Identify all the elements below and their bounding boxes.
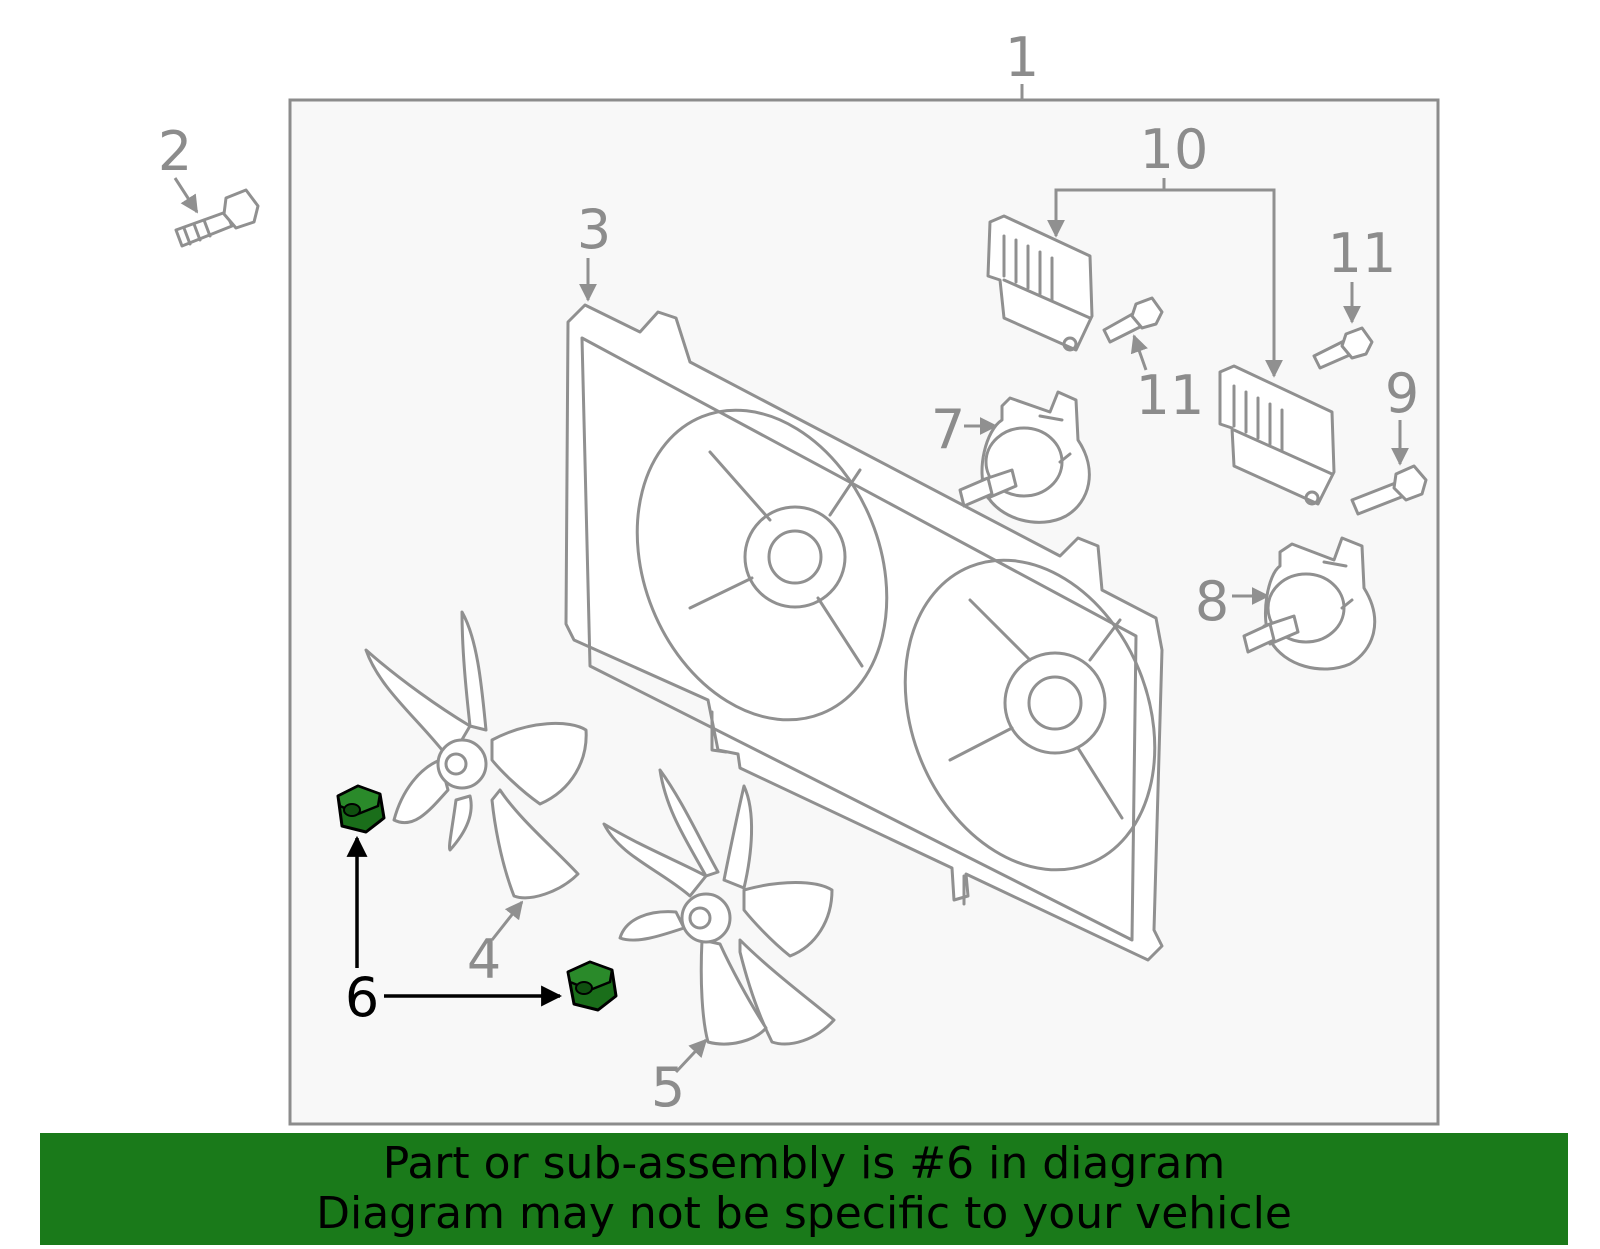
fan-blade-part-5 [602, 768, 836, 1046]
screw-part-11-upper [1312, 326, 1374, 370]
leader-2 [173, 177, 199, 214]
callout-11-lower: 11 [1136, 364, 1205, 427]
bolt-part-9 [1350, 464, 1428, 516]
callout-5: 5 [651, 1056, 685, 1119]
fan-blade-part-4 [364, 610, 588, 900]
nut-part-6-lower [566, 960, 618, 1012]
screw-part-11-lower [1102, 296, 1164, 344]
control-module-part-10-lower [1218, 364, 1336, 506]
callout-11-upper: 11 [1328, 222, 1397, 285]
callout-9: 9 [1385, 362, 1419, 425]
bolt-part-2 [174, 188, 260, 248]
banner-line-part: Part or sub-assembly is #6 in diagram [382, 1138, 1226, 1189]
leader-5 [674, 1038, 708, 1074]
nut-part-6-upper [336, 784, 386, 834]
leader-11-lower [1130, 334, 1148, 371]
callout-1: 1 [1005, 26, 1039, 89]
callout-4: 4 [467, 928, 501, 991]
callout-2: 2 [158, 120, 192, 183]
callout-7: 7 [931, 398, 965, 461]
banner-line-disclaimer: Diagram may not be specific to your vehi… [316, 1188, 1292, 1239]
callout-8: 8 [1195, 570, 1229, 633]
fan-motor-part-8 [1242, 536, 1377, 671]
callout-10: 10 [1140, 118, 1209, 181]
fan-motor-part-7 [958, 390, 1091, 524]
callout-3: 3 [577, 198, 611, 261]
callout-6: 6 [345, 966, 379, 1029]
fan-shroud-part-3 [564, 303, 1164, 962]
part-info-banner: Part or sub-assembly is #6 in diagram Di… [40, 1133, 1568, 1245]
leader-4 [490, 900, 524, 941]
control-module-part-10-upper [986, 214, 1094, 352]
